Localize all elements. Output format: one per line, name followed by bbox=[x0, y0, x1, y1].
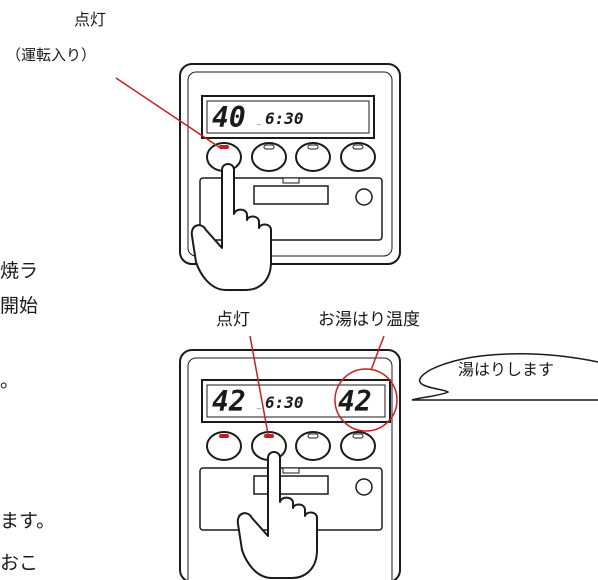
lcd-temperature: 42 bbox=[212, 385, 246, 418]
temp-leader-line bbox=[370, 335, 385, 371]
lcd-time: 6:30 bbox=[265, 393, 304, 412]
lcd-bath-temperature: 42 bbox=[338, 385, 372, 418]
lcd-temperature: 40 bbox=[212, 101, 246, 134]
top-leader-line bbox=[115, 77, 223, 150]
lcd-inner-frame bbox=[206, 384, 386, 418]
top-lamp-label: 点灯 bbox=[74, 10, 107, 29]
cover-slot bbox=[253, 185, 329, 205]
priority-button[interactable] bbox=[340, 431, 376, 461]
lcd-separator: ~ bbox=[256, 405, 262, 413]
cover-notch bbox=[282, 177, 300, 184]
top-lamp-sublabel: （運転入り） bbox=[6, 46, 97, 64]
priority-lamp bbox=[352, 433, 364, 439]
bottom-controller: 42 ~ 6:30 42 bbox=[179, 349, 401, 580]
left-fragment-1: 焼ラ bbox=[0, 260, 39, 282]
lamp-leader-line bbox=[249, 335, 269, 435]
lcd-separator: ~ bbox=[256, 121, 262, 129]
button-row bbox=[206, 142, 376, 172]
bottom-lamp-label: 点灯 bbox=[216, 310, 250, 330]
controller-inner-edge bbox=[187, 71, 393, 257]
power-lamp bbox=[219, 434, 229, 438]
speech-text: 湯はりします bbox=[458, 360, 555, 379]
reheat-lamp bbox=[307, 433, 319, 439]
left-fragment-2: 開始 bbox=[0, 295, 39, 317]
bath-lamp bbox=[264, 434, 274, 438]
left-fragment-4: ます。 bbox=[0, 510, 56, 532]
lcd-inner-frame bbox=[206, 100, 370, 134]
lcd-time: 6:30 bbox=[265, 109, 304, 128]
controller-inner-edge bbox=[187, 357, 393, 580]
priority-lamp bbox=[352, 144, 364, 150]
speech-bubble-wave bbox=[411, 353, 598, 401]
reheat-button[interactable] bbox=[295, 142, 331, 172]
cover-slot bbox=[253, 475, 329, 495]
power-button[interactable] bbox=[206, 431, 242, 461]
lcd-screen bbox=[201, 379, 391, 423]
left-fragment-3: 。 bbox=[0, 370, 20, 392]
bath-temp-label: お湯はり温度 bbox=[318, 310, 420, 330]
round-knob[interactable] bbox=[355, 478, 373, 496]
bath-lamp bbox=[263, 144, 275, 150]
top-controller: 40 ~ 6:30 bbox=[179, 63, 401, 291]
bath-button[interactable] bbox=[251, 142, 287, 172]
lcd-screen bbox=[201, 95, 375, 139]
cover-notch bbox=[282, 467, 300, 474]
reheat-button[interactable] bbox=[295, 431, 331, 461]
bath-temp-highlight bbox=[334, 368, 398, 432]
reheat-lamp bbox=[307, 144, 319, 150]
round-knob[interactable] bbox=[355, 188, 373, 206]
left-fragment-5: おこ bbox=[0, 552, 39, 574]
priority-button[interactable] bbox=[340, 142, 376, 172]
